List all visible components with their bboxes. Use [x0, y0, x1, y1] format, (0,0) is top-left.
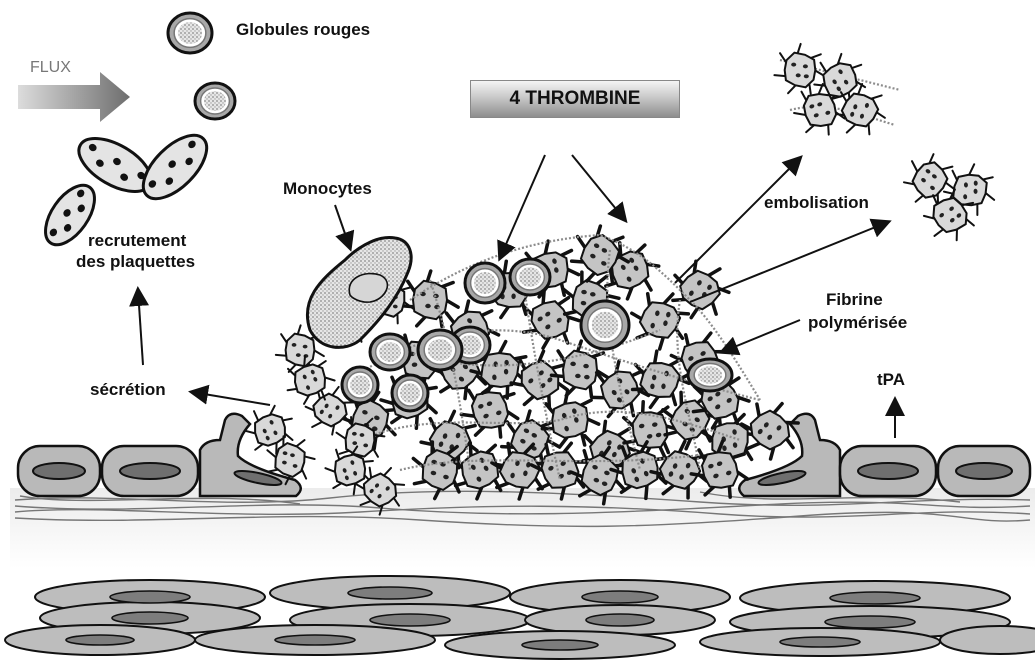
thrombin-arrow-right [572, 155, 625, 220]
emboli [774, 44, 996, 250]
red-blood-cell-icon [510, 259, 550, 295]
red-blood-cell-icon [168, 13, 212, 53]
monocyte-icon [307, 237, 411, 347]
red-blood-cell-icon [581, 301, 629, 349]
monocyte-arrow [335, 205, 350, 248]
recruitment-arrow [138, 290, 143, 365]
red-blood-cell-icon [465, 263, 505, 303]
thrombin-label: 4 THROMBINE [510, 88, 641, 110]
red-blood-cell-icon [688, 359, 732, 391]
secretion-label: sécrétion [90, 380, 166, 400]
red-blood-cells [36, 13, 732, 411]
fibrin-label: Fibrine [826, 290, 883, 310]
fibrin-polymerized-label: polymérisée [808, 313, 907, 333]
thrombin-label-box: 4 THROMBINE [470, 80, 680, 118]
red-blood-cell-icon [392, 375, 428, 411]
fibrin-arrow [722, 320, 800, 352]
tpa-label: tPA [877, 370, 905, 390]
flux-label: FLUX [30, 58, 71, 78]
red-blood-cell-icon [418, 330, 462, 370]
red-blood-cell-icon [342, 367, 378, 403]
secretion-arrow [192, 392, 270, 405]
red-blood-cells-label: Globules rouges [236, 20, 370, 40]
platelet-icon [626, 286, 692, 353]
red-blood-cell-icon [195, 83, 235, 119]
red-blood-cell-icon [370, 334, 410, 370]
recruitment-label: recrutement [88, 231, 186, 251]
thrombin-arrow-left [500, 155, 545, 258]
platelet-icon [774, 44, 825, 94]
smooth-muscle-layer [5, 576, 1035, 659]
platelets-label: des plaquettes [76, 252, 195, 272]
flux-arrow-icon [18, 72, 130, 122]
embolisation-label: embolisation [764, 193, 869, 213]
monocytes-label: Monocytes [283, 179, 372, 199]
